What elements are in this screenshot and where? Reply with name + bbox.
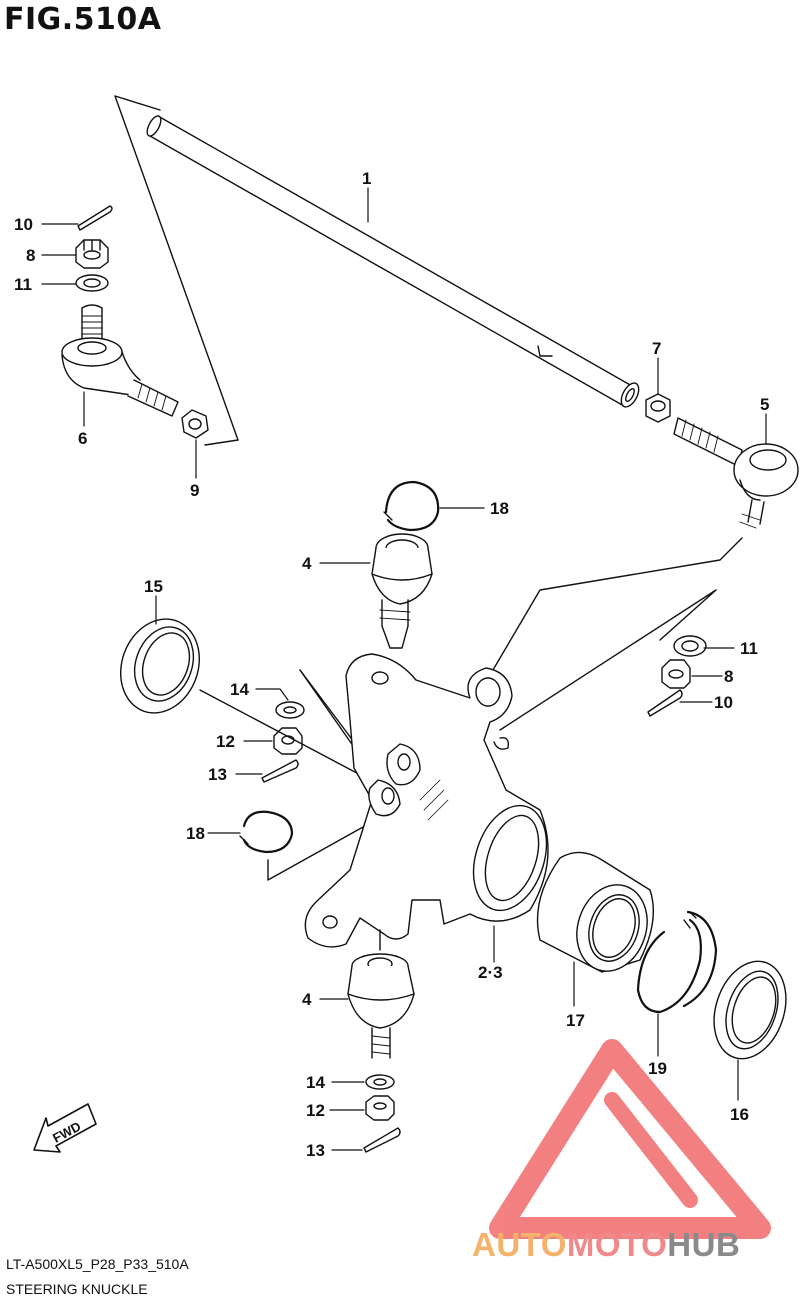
- tie-rod: [146, 115, 640, 408]
- tie-rod-end-left: [61, 304, 179, 417]
- callout-18-top: 18: [490, 499, 509, 518]
- callout-10-top: 10: [14, 215, 33, 234]
- cotter-pin-13-upper: [261, 759, 299, 783]
- callout-19: 19: [648, 1059, 667, 1078]
- watermark-hub: HUB: [667, 1226, 741, 1263]
- ball-joint-lower: [347, 929, 415, 1059]
- callout-10-right: 10: [714, 693, 733, 712]
- diagram-code: LT-A500XL5_P28_P33_510A: [6, 1256, 189, 1272]
- callout-11-top: 11: [14, 275, 32, 294]
- callout-16: 16: [730, 1105, 749, 1124]
- group-boundary-lower-left: [204, 439, 239, 446]
- callout-4-lower: 4: [302, 990, 312, 1009]
- watermark-moto: MOTO: [566, 1226, 668, 1263]
- fwd-arrow-icon: [33, 1103, 97, 1153]
- castle-nut-12-lower: [365, 1095, 395, 1121]
- castle-nut-8-top: [75, 239, 109, 269]
- watermark-text: AUTOMOTOHUB: [472, 1226, 740, 1264]
- callout-9: 9: [190, 481, 199, 500]
- group-boundary-right: [499, 589, 717, 731]
- callout-18-lower: 18: [186, 824, 205, 843]
- callout-4-upper: 4: [302, 554, 312, 573]
- callout-5: 5: [760, 395, 769, 414]
- callout-14-lower: 14: [306, 1073, 325, 1092]
- callout-13-lower: 13: [306, 1141, 325, 1160]
- cotter-pin-10-top: [77, 205, 113, 231]
- castle-nut-8-right: [661, 659, 691, 689]
- nut-9: [181, 409, 209, 439]
- snap-ring-19: [636, 910, 718, 1014]
- wheel-bearing-17: [536, 851, 655, 973]
- callout-15: 15: [144, 577, 163, 596]
- diagram-name: STEERING KNUCKLE: [6, 1281, 148, 1297]
- callout-17: 17: [566, 1011, 585, 1030]
- washer-14-lower: [365, 1074, 395, 1090]
- circlip-18-lower: [239, 810, 294, 854]
- circlip-18-top: [383, 480, 440, 532]
- leader-5-to-knuckle: [489, 537, 743, 676]
- washer-11-top: [75, 274, 109, 292]
- group-boundary-left: [199, 669, 371, 781]
- callout-2-3: 2·3: [478, 963, 503, 982]
- washer-11-right: [673, 635, 707, 657]
- callout-7: 7: [652, 339, 661, 358]
- watermark-logo: [489, 1039, 771, 1239]
- callout-1: 1: [362, 169, 371, 188]
- callout-11-right: 11: [740, 639, 758, 658]
- callout-12-upper: 12: [216, 732, 235, 751]
- tie-rod-end-right: [673, 417, 799, 529]
- leader-14a: [255, 688, 289, 701]
- callout-12-lower: 12: [306, 1101, 325, 1120]
- cotter-pin-10-right: [647, 689, 683, 717]
- callout-6: 6: [78, 429, 87, 448]
- callout-14-upper: 14: [230, 680, 249, 699]
- cotter-pin-13-lower: [363, 1127, 401, 1153]
- steering-knuckle: [304, 653, 549, 948]
- washer-14-upper: [275, 701, 305, 719]
- figure-title: FIG.510A: [4, 2, 162, 37]
- oil-seal-15: [119, 618, 201, 714]
- callout-8-top: 8: [26, 246, 35, 265]
- nut-7: [645, 393, 671, 423]
- oil-seal-16: [713, 960, 787, 1060]
- callout-13-upper: 13: [208, 765, 227, 784]
- callout-8-right: 8: [724, 667, 733, 686]
- ball-joint-upper: [371, 533, 433, 649]
- group-boundary-top: [114, 95, 239, 441]
- watermark-auto: AUTO: [472, 1226, 567, 1263]
